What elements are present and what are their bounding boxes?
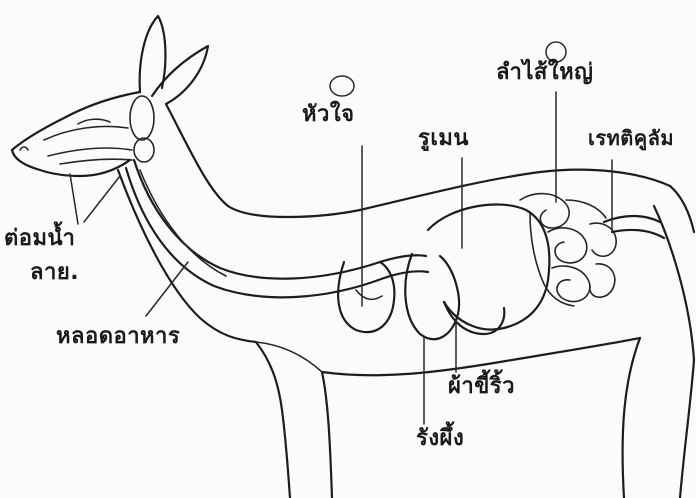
eye: [78, 119, 110, 124]
label-esophagus: หลอดอาหาร: [56, 326, 180, 348]
hind-leg-back: [680, 360, 694, 498]
heart-label-circle: [330, 76, 354, 96]
label-salivary-gland-line1: ต่อมน้ำ: [4, 228, 75, 250]
lung-outline: [338, 262, 394, 332]
foreleg-front: [256, 342, 290, 498]
reticulum-lobe: [405, 254, 459, 339]
heart-detail: [356, 290, 382, 299]
large-intestine-label-circle: [546, 42, 566, 62]
label-rumen: รูเมน: [418, 128, 469, 150]
rumen-outline: [428, 204, 549, 329]
label-reticulum-bottom: รังผึ้ง: [416, 428, 464, 450]
label-large-intestine: ลำไส้ใหญ่: [496, 62, 593, 84]
salivary-gland: [134, 138, 154, 162]
esophagus-leader: [146, 262, 188, 316]
intestine-coils: [520, 194, 616, 306]
neck-front: [118, 170, 256, 342]
mouth-cavity: [60, 159, 132, 164]
tail: [654, 206, 694, 360]
rump: [670, 186, 694, 232]
foreleg-back: [322, 372, 332, 498]
label-heart: หัวใจ: [302, 104, 355, 126]
salivary-leader: [70, 174, 120, 224]
hind-leg-front: [623, 338, 640, 498]
skull-joint: [130, 96, 154, 140]
head-top: [12, 92, 140, 150]
nostril: [20, 147, 28, 150]
back-line: [360, 170, 670, 210]
ear-left: [140, 16, 166, 92]
trachea: [140, 170, 226, 276]
skull-detail: [44, 127, 132, 157]
label-salivary-gland-line2: ลาย.: [30, 262, 79, 284]
jaw: [80, 160, 130, 176]
belly: [322, 338, 640, 375]
label-omasum: ผ้าขี้ริ้ว: [448, 376, 515, 398]
label-reticulum-right: เรทติคูลัม: [588, 128, 674, 148]
rectum-path: [612, 230, 664, 238]
ear-right: [152, 46, 208, 104]
